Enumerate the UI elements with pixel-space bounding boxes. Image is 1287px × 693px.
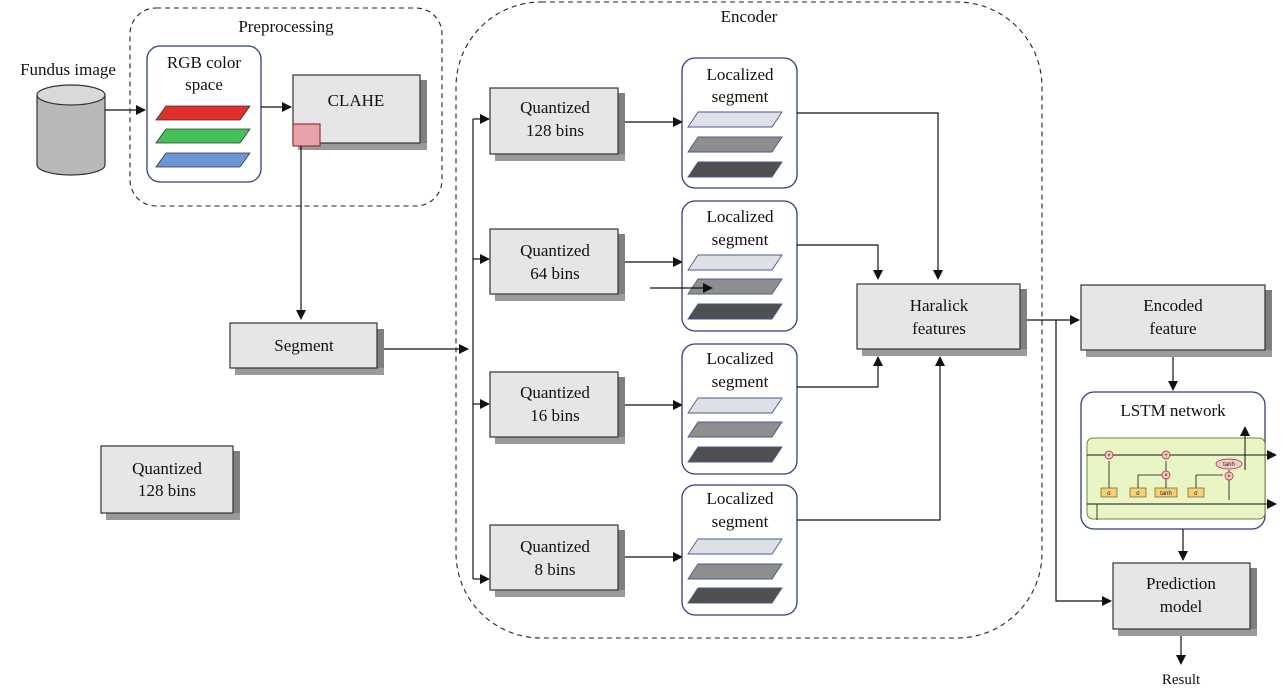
- conn-local128-haralick: [797, 112, 943, 280]
- prediction-line2: model: [1160, 597, 1203, 616]
- svg-text:×: ×: [1227, 474, 1231, 480]
- prediction-model-box: [1112, 562, 1257, 636]
- prediction-line1: Prediction: [1146, 574, 1216, 593]
- quantized-8-line1: Quantized: [520, 537, 590, 556]
- localized-16-line2: segment: [712, 372, 769, 391]
- preprocessing-title: Preprocessing: [238, 17, 334, 36]
- encoder-title: Encoder: [721, 7, 778, 26]
- quantized-128-line2: 128 bins: [526, 121, 584, 140]
- quantized-16-line1: Quantized: [520, 383, 590, 402]
- haralick-features-box: [856, 283, 1027, 356]
- svg-text:×: ×: [1164, 473, 1168, 479]
- lstm-cell-diagram: × + × × tanh σ σ tanh σ: [1086, 426, 1277, 520]
- svg-text:σ: σ: [1107, 491, 1111, 497]
- fundus-image-cylinder: [36, 84, 106, 176]
- localized-8-line2: segment: [712, 512, 769, 531]
- quantized-64-line1: Quantized: [520, 241, 590, 260]
- rgb-label-line1: RGB color: [167, 53, 241, 72]
- localized-segment-16: [681, 343, 798, 475]
- svg-text:tanh: tanh: [1160, 491, 1172, 497]
- svg-text:×: ×: [1107, 453, 1111, 459]
- result-label: Result: [1162, 672, 1201, 688]
- conn-local64-haralick: [797, 244, 883, 280]
- haralick-line1: Haralick: [910, 296, 969, 315]
- green-channel: [155, 128, 251, 144]
- localized-128-line2: segment: [712, 87, 769, 106]
- svg-text:tanh: tanh: [1223, 462, 1235, 468]
- quantized-64-box: [489, 228, 625, 301]
- blue-channel: [155, 152, 251, 168]
- quantized-8-box: [489, 524, 625, 597]
- quantized-standalone-box: [100, 445, 240, 520]
- encoded-feature-box: [1080, 284, 1272, 357]
- conn-local8-haralick: [797, 356, 945, 521]
- quantized-16-line2: 16 bins: [530, 406, 580, 425]
- localized-8-line1: Localized: [706, 489, 774, 508]
- clahe-patch: [292, 123, 321, 147]
- localized-64-line2: segment: [712, 230, 769, 249]
- svg-text:σ: σ: [1194, 491, 1198, 497]
- clahe-label: CLAHE: [328, 91, 385, 110]
- encoder-group: [455, 1, 1043, 639]
- clahe-box: [292, 74, 427, 150]
- quantized-128-line1: Quantized: [520, 98, 590, 117]
- localized-segment-128: [681, 57, 798, 189]
- quantized-standalone-line2: 128 bins: [138, 481, 196, 500]
- localized-16-line1: Localized: [706, 349, 774, 368]
- preprocessing-group: [129, 7, 443, 207]
- localized-64-line1: Localized: [706, 207, 774, 226]
- fundus-image-label: Fundus image: [20, 60, 116, 79]
- quantized-standalone-line1: Quantized: [132, 459, 202, 478]
- haralick-line2: features: [912, 319, 966, 338]
- encoded-line1: Encoded: [1143, 296, 1203, 315]
- svg-text:+: +: [1164, 453, 1168, 459]
- lstm-title: LSTM network: [1120, 401, 1226, 420]
- localized-128-line1: Localized: [706, 65, 774, 84]
- segment-label: Segment: [274, 336, 334, 355]
- segment-box: [229, 322, 384, 375]
- localized-segment-8: [681, 484, 798, 616]
- quantized-64-line2: 64 bins: [530, 264, 580, 283]
- quantized-128-box: [489, 87, 625, 161]
- arrow-haralick-to-prediction: [1055, 320, 1112, 606]
- conn-local16-haralick: [797, 356, 883, 388]
- encoded-line2: feature: [1149, 319, 1196, 338]
- red-channel: [155, 105, 251, 121]
- quantized-16-box: [489, 371, 625, 444]
- rgb-label-line2: space: [185, 75, 223, 94]
- svg-text:σ: σ: [1136, 491, 1140, 497]
- quantized-8-line2: 8 bins: [534, 560, 575, 579]
